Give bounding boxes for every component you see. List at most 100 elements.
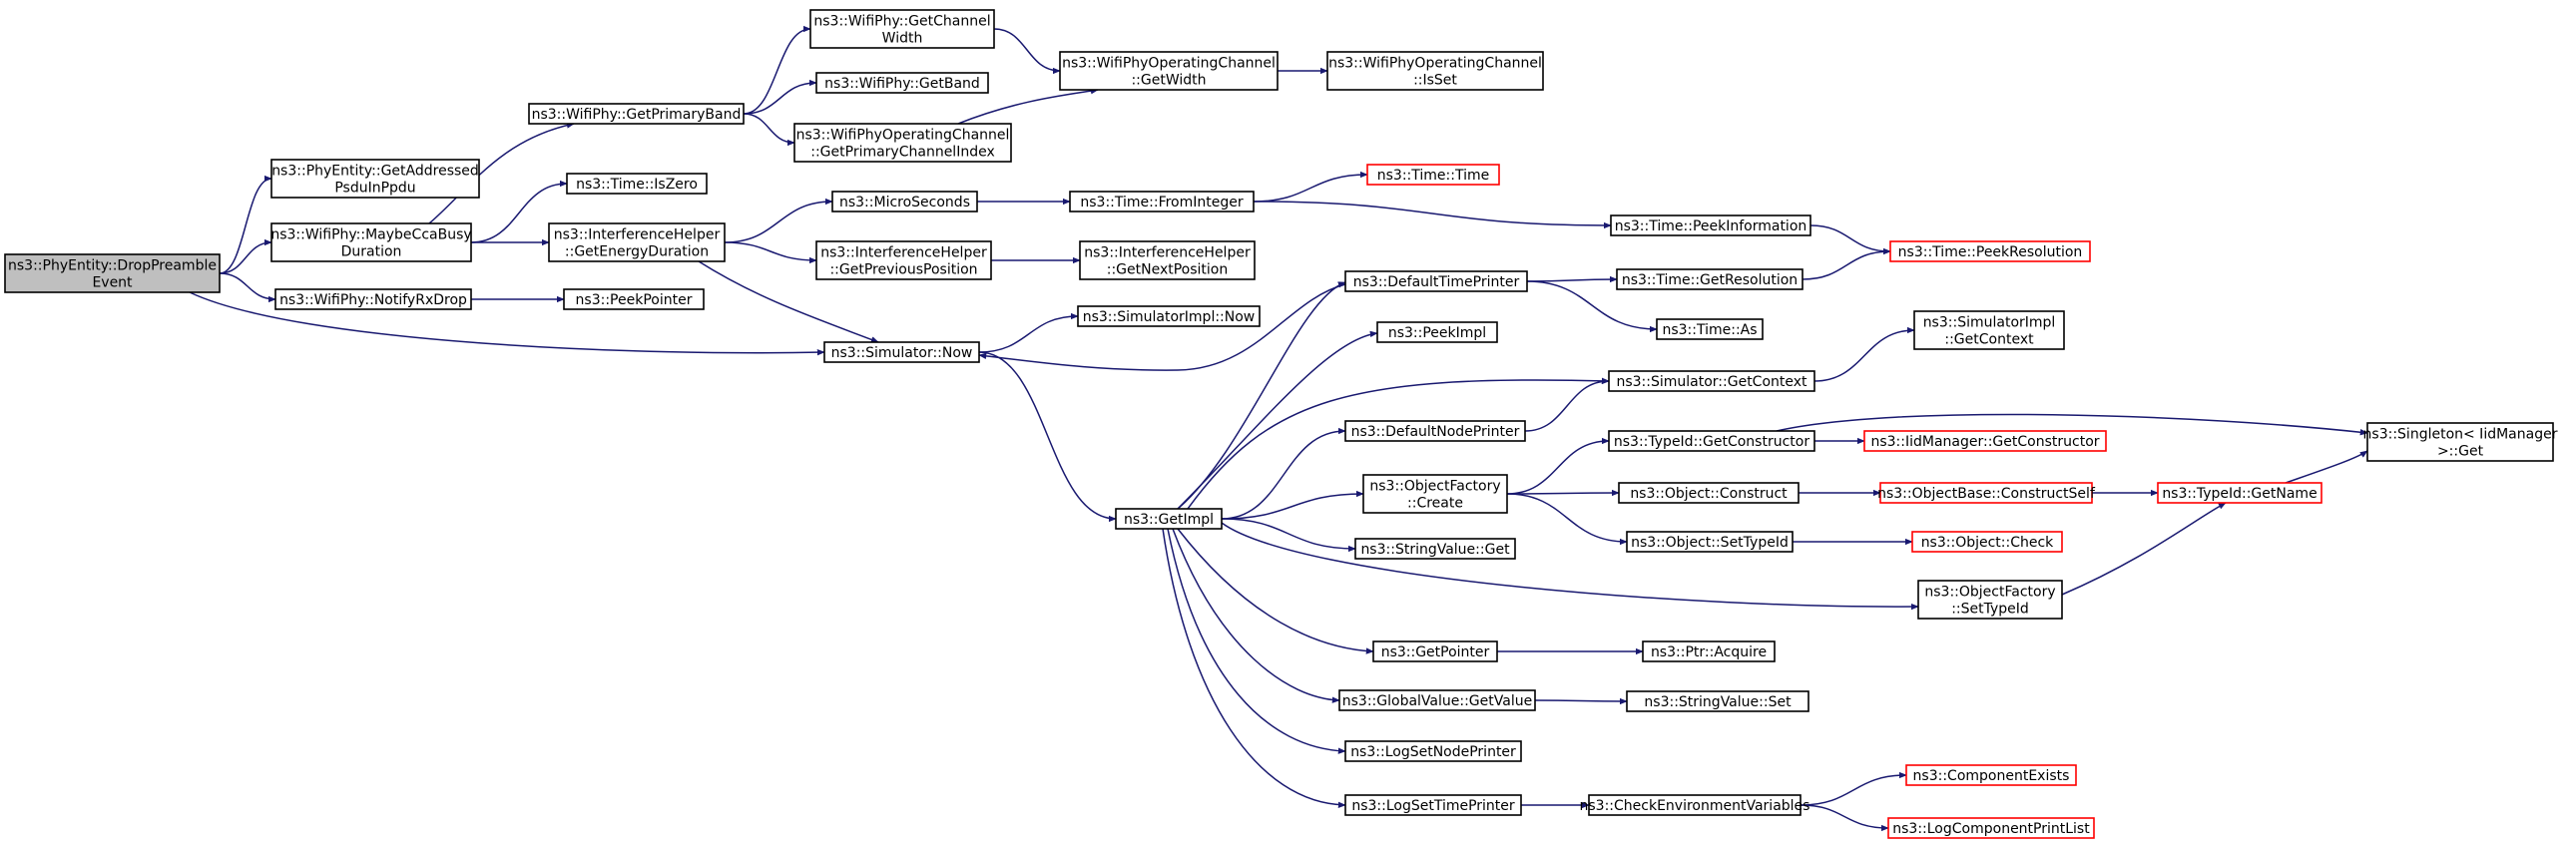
call-edge: [1221, 522, 1919, 611]
graph-node-implcontext[interactable]: ns3::SimulatorImpl::GetContext: [1913, 310, 2065, 350]
node-box: [563, 288, 705, 310]
edge-primaryband-to-getband: [743, 79, 817, 115]
node-label: ns3::LogSetNodePrinter: [1350, 744, 1516, 760]
graph-node-getpointer[interactable]: ns3::GetPointer: [1372, 640, 1498, 662]
graph-node-timetime[interactable]: ns3::Time::Time: [1366, 164, 1500, 186]
graph-node-getimpl[interactable]: ns3::GetImpl: [1115, 508, 1223, 530]
call-edge: [428, 122, 575, 224]
graph-node-ptracquire[interactable]: ns3::Ptr::Acquire: [1642, 640, 1776, 662]
graph-node-peekres[interactable]: ns3::Time::PeekResolution: [1889, 240, 2091, 262]
graph-node-peekimpl[interactable]: ns3::PeekImpl: [1376, 321, 1498, 343]
graph-node-peekinfo[interactable]: ns3::Time::PeekInformation: [1610, 214, 1811, 236]
graph-node-getres[interactable]: ns3::Time::GetResolution: [1616, 268, 1803, 290]
graph-node-objcheck[interactable]: ns3::Object::Check: [1911, 531, 2063, 553]
graph-node-peekpointer[interactable]: ns3::PeekPointer: [563, 288, 705, 310]
node-label: Width: [882, 31, 923, 47]
edge-getimpl-to-getpointer: [1177, 528, 1374, 654]
edge-primchanidx-to-opwidth: [957, 88, 1099, 125]
graph-node-timeas[interactable]: ns3::Time::As: [1656, 318, 1764, 340]
graph-node-simimplnow[interactable]: ns3::SimulatorImpl::Now: [1077, 305, 1261, 327]
graph-node-opwidth[interactable]: ns3::WifiPhyOperatingChannel::GetWidth: [1059, 51, 1279, 91]
graph-node-primchanidx[interactable]: ns3::WifiPhyOperatingChannel::GetPrimary…: [793, 123, 1012, 163]
graph-node-getname[interactable]: ns3::TypeId::GetName: [2157, 482, 2322, 504]
edge-defnodeprinter-to-getcontext: [1524, 377, 1610, 432]
node-box: [793, 123, 1012, 163]
edge-ofcreate-to-objconstruct: [1506, 489, 1620, 497]
graph-node-prevpos[interactable]: ns3::InterferenceHelper::GetPreviousPosi…: [815, 240, 992, 280]
node-label: Event: [92, 275, 133, 291]
graph-node-isset[interactable]: ns3::WifiPhyOperatingChannel::IsSet: [1326, 51, 1544, 91]
graph-node-settypeid[interactable]: ns3::Object::SetTypeId: [1626, 531, 1794, 553]
graph-node-nextpos[interactable]: ns3::InterferenceHelper::GetNextPosition: [1079, 240, 1256, 280]
graph-node-deftimeprinter[interactable]: ns3::DefaultTimePrinter: [1344, 270, 1528, 292]
graph-node-micro[interactable]: ns3::MicroSeconds: [831, 191, 978, 212]
node-box: [1079, 240, 1256, 280]
graph-node-energy[interactable]: ns3::InterferenceHelper::GetEnergyDurati…: [548, 222, 726, 262]
graph-node-checkenv[interactable]: ns3::CheckEnvironmentVariables: [1580, 794, 1810, 816]
graph-node-logtimeprinter[interactable]: ns3::LogSetTimePrinter: [1344, 794, 1522, 816]
graph-node-ofsettypeid[interactable]: ns3::ObjectFactory::SetTypeId: [1917, 580, 2063, 620]
edge-getimpl-to-ofcreate: [1221, 490, 1364, 520]
node-box: [1608, 430, 1815, 452]
node-box: [2366, 422, 2554, 462]
graph-node-strvalget[interactable]: ns3::StringValue::Get: [1354, 538, 1516, 560]
node-box: [1616, 268, 1803, 290]
call-edge: [1800, 771, 1907, 806]
graph-node-ofcreate[interactable]: ns3::ObjectFactory::Create: [1362, 474, 1508, 514]
graph-node-singleton[interactable]: ns3::Singleton< IidManager >::Get: [2363, 422, 2558, 462]
graph-node-objconstruct[interactable]: ns3::Object::Construct: [1618, 482, 1800, 504]
graph-node-getcontext[interactable]: ns3::Simulator::GetContext: [1608, 370, 1815, 392]
call-edge: [1506, 437, 1610, 495]
call-edge: [1776, 413, 2368, 436]
graph-node-strvalset[interactable]: ns3::StringValue::Set: [1626, 690, 1809, 712]
edge-root-to-simnow: [189, 291, 825, 356]
graph-node-constructself[interactable]: ns3::ObjectBase::ConstructSelf: [1877, 482, 2096, 504]
graph-node-notifyrx[interactable]: ns3::WifiPhy::NotifyRxDrop: [274, 288, 472, 310]
node-box: [1608, 370, 1815, 392]
node-box: [815, 72, 989, 94]
graph-node-primaryband[interactable]: ns3::WifiPhy::GetPrimaryBand: [528, 103, 745, 125]
call-edge: [1800, 804, 1889, 832]
node-label: ns3::LogSetTimePrinter: [1351, 798, 1515, 814]
graph-node-typeidctor[interactable]: ns3::TypeId::GetConstructor: [1608, 430, 1815, 452]
edges-layer: [189, 25, 2368, 832]
call-edge: [743, 79, 817, 115]
node-label: ns3::DefaultNodePrinter: [1351, 424, 1520, 440]
node-box: [1879, 482, 2093, 504]
edge-energy-to-micro: [724, 198, 833, 243]
node-box: [1344, 420, 1526, 442]
node-label: ns3::InterferenceHelper: [1084, 245, 1251, 261]
graph-node-simnow[interactable]: ns3::Simulator::Now: [823, 341, 980, 363]
graph-node-getband[interactable]: ns3::WifiPhy::GetBand: [815, 72, 989, 94]
graph-node-gvgetvalue[interactable]: ns3::GlobalValue::GetValue: [1338, 689, 1536, 711]
graph-node-lognodeprinter[interactable]: ns3::LogSetNodePrinter: [1344, 740, 1522, 762]
graph-node-compexists[interactable]: ns3::ComponentExists: [1905, 764, 2077, 786]
node-label: ns3::IidManager::GetConstructor: [1870, 434, 2099, 450]
call-edge: [1524, 377, 1610, 432]
node-label: ::IsSet: [1413, 73, 1457, 89]
node-label: ns3::Time::PeekResolution: [1898, 244, 2083, 260]
graph-node-defnodeprinter[interactable]: ns3::DefaultNodePrinter: [1344, 420, 1526, 442]
node-box: [831, 191, 978, 212]
node-label: ns3::LogComponentPrintList: [1892, 821, 2090, 837]
node-label: ns3::Simulator::Now: [831, 345, 973, 361]
node-label: ns3::SimulatorImpl::Now: [1083, 309, 1256, 325]
graph-node-logcomplist[interactable]: ns3::LogComponentPrintList: [1887, 817, 2095, 839]
graph-node-frominteger[interactable]: ns3::Time::FromInteger: [1069, 191, 1255, 212]
graph-node-iszero[interactable]: ns3::Time::IsZero: [566, 173, 708, 195]
node-label: ns3::DefaultTimePrinter: [1353, 274, 1520, 290]
node-box: [1887, 817, 2095, 839]
node-label: ::Create: [1407, 496, 1463, 512]
graph-node-iidctor[interactable]: ns3::IidManager::GetConstructor: [1863, 430, 2107, 452]
node-box: [1077, 305, 1261, 327]
call-edge: [724, 198, 833, 243]
edge-maybecca-to-primaryband: [428, 122, 575, 224]
node-box: [815, 240, 992, 280]
node-label: ns3::Time::IsZero: [576, 177, 698, 193]
node-box: [1376, 321, 1498, 343]
node-label: ns3::WifiPhy::NotifyRxDrop: [279, 292, 467, 308]
